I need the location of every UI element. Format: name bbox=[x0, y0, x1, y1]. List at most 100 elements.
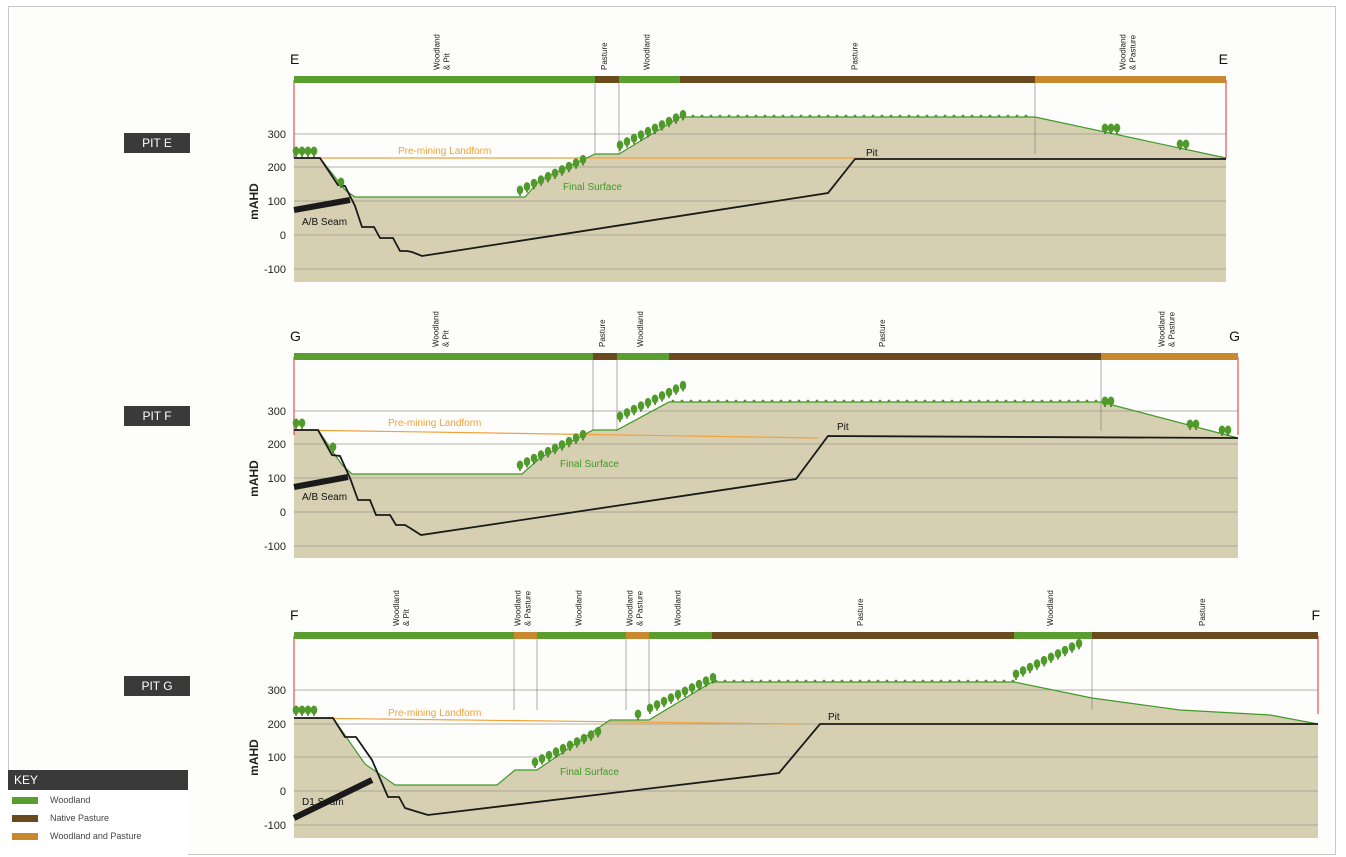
tree-crown bbox=[651, 394, 659, 404]
section-end-right: E bbox=[1219, 51, 1228, 67]
tree-cluster bbox=[1101, 396, 1115, 407]
tree-cluster bbox=[516, 429, 587, 471]
tree-crown bbox=[1033, 659, 1041, 669]
pit-label-text: Pit bbox=[866, 148, 878, 159]
tree-cluster bbox=[292, 418, 306, 429]
landuse-bar-woodland bbox=[294, 353, 593, 360]
tree-crown bbox=[616, 140, 624, 150]
tree-cluster bbox=[1176, 139, 1190, 150]
tree-crown bbox=[531, 757, 539, 767]
tree-crown bbox=[544, 446, 552, 456]
tree-crown bbox=[630, 133, 638, 143]
landuse-bar-woodland bbox=[537, 632, 626, 639]
tree-crown bbox=[1012, 669, 1020, 679]
landuse-label: Woodland bbox=[643, 34, 652, 70]
tree-crown bbox=[523, 457, 531, 467]
tree-crown bbox=[579, 154, 587, 164]
pit-floor-line bbox=[294, 429, 1239, 536]
tree-crown bbox=[530, 453, 538, 463]
landuse-bar-native-pasture bbox=[1092, 632, 1318, 639]
landuse-label: & Pasture bbox=[524, 590, 533, 626]
coal-seam bbox=[292, 777, 374, 821]
pit-g-label: PIT G bbox=[124, 676, 190, 696]
tree-cluster bbox=[1101, 123, 1121, 134]
tree-crown bbox=[329, 442, 337, 452]
tree-crown bbox=[298, 146, 306, 156]
coal-seam bbox=[293, 474, 349, 490]
tree-crown bbox=[523, 182, 531, 192]
seam-label: D1 Seam bbox=[302, 797, 344, 808]
landuse-bar-native-pasture bbox=[669, 353, 1101, 360]
tree-crown bbox=[679, 380, 687, 390]
tree-cluster bbox=[1186, 419, 1200, 430]
seam-label: A/B Seam bbox=[302, 217, 347, 228]
landuse-label: Pasture bbox=[856, 598, 865, 626]
tree-crown bbox=[1107, 396, 1115, 406]
key-title: KEY bbox=[8, 770, 188, 790]
landuse-label: Woodland bbox=[674, 590, 683, 626]
tree-crown bbox=[672, 384, 680, 394]
tree-crown bbox=[551, 443, 559, 453]
tree-cluster bbox=[1012, 638, 1083, 680]
tree-crown bbox=[304, 146, 312, 156]
legend-key: KEY Woodland Native Pasture Woodland and… bbox=[8, 770, 188, 855]
tree-crown bbox=[644, 397, 652, 407]
landuse-label: Pasture bbox=[1198, 598, 1207, 626]
tree-crown bbox=[1192, 419, 1200, 429]
tree-crown bbox=[646, 703, 654, 713]
pre-mining-landform-line bbox=[293, 429, 819, 439]
tree-crown bbox=[310, 705, 318, 715]
tree-crown bbox=[1101, 396, 1109, 406]
landuse-label: Pasture bbox=[878, 319, 887, 347]
tree-cluster bbox=[1218, 425, 1232, 436]
key-label-woodland-pasture: Woodland and Pasture bbox=[50, 831, 142, 841]
landuse-label: Woodland bbox=[636, 311, 645, 347]
tree-cluster bbox=[531, 726, 602, 768]
tree-cluster bbox=[646, 672, 717, 714]
landuse-bar-woodland bbox=[294, 76, 595, 83]
tree-crown bbox=[679, 109, 687, 119]
tree-cluster bbox=[516, 154, 587, 196]
pit-e-label: PIT E bbox=[124, 133, 190, 153]
tree-crown bbox=[1224, 425, 1232, 435]
landuse-bar-woodland bbox=[619, 76, 680, 83]
landuse-label: Woodland bbox=[432, 311, 441, 347]
tree-crown bbox=[530, 178, 538, 188]
tree-crown bbox=[1061, 645, 1069, 655]
key-item-woodland-pasture: Woodland and Pasture bbox=[8, 828, 188, 844]
y-axis-label: mAHD bbox=[247, 183, 261, 220]
tree-crown bbox=[565, 436, 573, 446]
y-axis-label: mAHD bbox=[247, 739, 261, 776]
tree-cluster bbox=[337, 177, 345, 188]
tree-crown bbox=[292, 146, 300, 156]
tree-crown bbox=[594, 726, 602, 736]
landuse-bar-woodland bbox=[649, 632, 712, 639]
tree-crown bbox=[623, 137, 631, 147]
landuse-label: Woodland bbox=[433, 34, 442, 70]
landform-fill bbox=[294, 117, 1226, 282]
tree-crown bbox=[1075, 638, 1083, 648]
tree-crown bbox=[637, 130, 645, 140]
tree-crown bbox=[658, 120, 666, 130]
landuse-label: & Pasture bbox=[1168, 311, 1177, 347]
tree-cluster bbox=[329, 442, 337, 453]
tree-crown bbox=[709, 672, 717, 682]
landuse-label: Woodland bbox=[575, 590, 584, 626]
tree-crown bbox=[558, 440, 566, 450]
tree-cluster bbox=[634, 709, 642, 720]
tree-crown bbox=[566, 740, 574, 750]
tree-cluster bbox=[616, 380, 687, 422]
tree-crown bbox=[667, 693, 675, 703]
section-end-right: F bbox=[1311, 607, 1320, 623]
y-tick-label: 300 bbox=[268, 129, 286, 141]
tree-crown bbox=[565, 161, 573, 171]
key-item-woodland: Woodland bbox=[8, 792, 188, 808]
y-tick-label: 200 bbox=[268, 719, 286, 731]
tree-crown bbox=[559, 743, 567, 753]
tree-crown bbox=[545, 750, 553, 760]
y-tick-label: 100 bbox=[268, 473, 286, 485]
tree-cluster bbox=[292, 146, 318, 157]
tree-crown bbox=[1026, 662, 1034, 672]
